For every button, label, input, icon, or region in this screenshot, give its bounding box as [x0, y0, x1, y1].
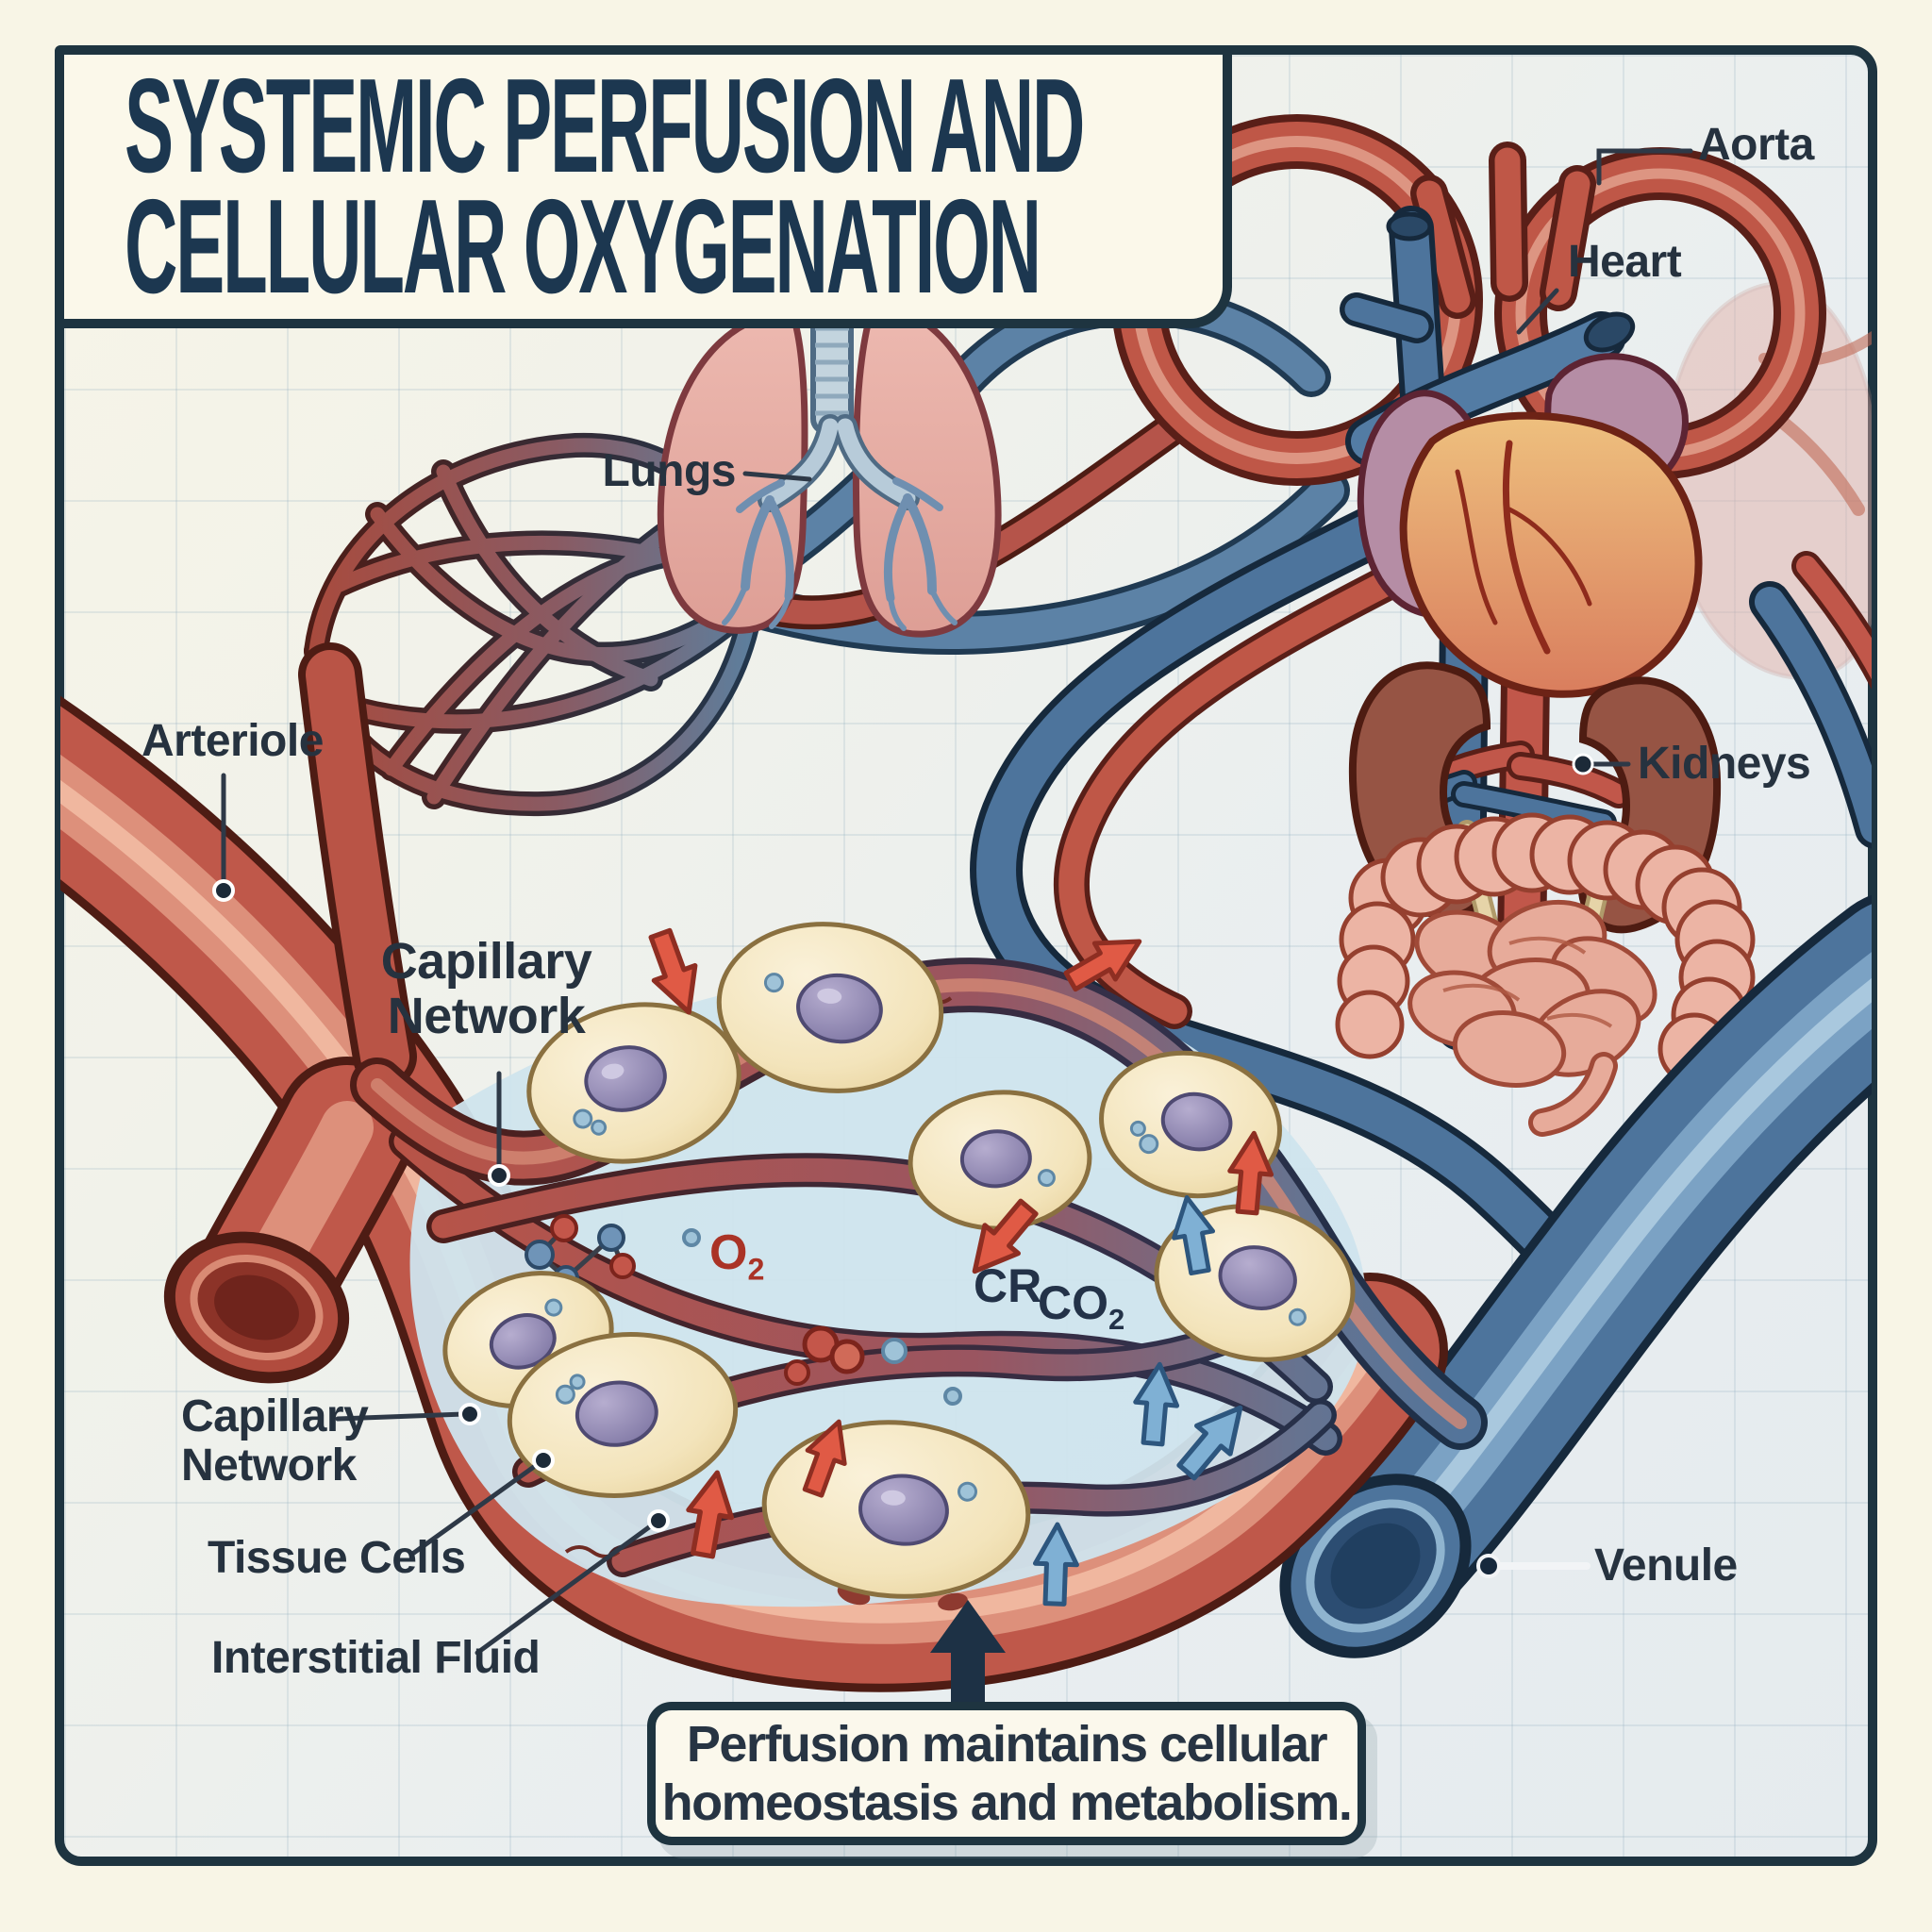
label-aorta: Aorta	[1698, 120, 1814, 170]
aorta-leader	[1596, 148, 1693, 186]
label-lungs: Lungs	[602, 446, 737, 496]
label-heart: Heart	[1568, 237, 1682, 287]
tissue-cell	[526, 1002, 741, 1164]
co2-base: CO	[1038, 1276, 1108, 1329]
label-leader-lines	[221, 148, 1693, 1656]
leader-dots	[212, 753, 1594, 1578]
o2-base: O	[709, 1225, 748, 1280]
title-line-1: SYSTEMIC PERFUSION AND	[125, 51, 1085, 201]
label-capillary-network-lower: Capillary Network	[181, 1391, 369, 1491]
label-co2-artifact-prefix: CR	[974, 1259, 1042, 1312]
caption-up-arrow	[930, 1600, 1006, 1704]
label-interstitial-fluid: Interstitial Fluid	[211, 1633, 541, 1683]
heart-leader	[1516, 288, 1559, 335]
co2-subscript: 2	[1108, 1303, 1125, 1336]
label-venule: Venule	[1594, 1541, 1738, 1591]
venule-cut-open-end	[1279, 1474, 1472, 1658]
label-kidneys: Kidneys	[1638, 739, 1811, 789]
venule-illustration	[1279, 891, 1872, 1658]
oxygen-molecules	[784, 1325, 865, 1386]
label-capillary-network-lower-line2: Network	[181, 1440, 357, 1491]
tissue-cells-group	[442, 922, 1356, 1599]
tissue-cell	[716, 922, 944, 1093]
o2-subscript: 2	[747, 1252, 765, 1287]
arteriole-cut-open-end	[163, 1231, 350, 1384]
label-capillary-network-lower-line1: Capillary	[181, 1391, 369, 1441]
lungs-leader	[742, 471, 812, 482]
tissue-cell	[507, 1332, 739, 1498]
label-capillary-network-upper-line1: Capillary	[380, 933, 592, 990]
tissue-cells-leader	[408, 1461, 541, 1557]
interstitial-fluid-leader	[475, 1522, 656, 1656]
caption-line-1: Perfusion maintains cellular	[686, 1716, 1328, 1773]
label-o2-molecule: O2	[709, 1224, 764, 1287]
label-tissue-cells: Tissue Cells	[208, 1533, 466, 1583]
caption-box: Perfusion maintains cellular homeostasis…	[647, 1702, 1366, 1845]
capillary-lower-leader	[335, 1411, 467, 1422]
left-lung	[657, 309, 808, 634]
label-capillary-network-upper: Capillary Network	[375, 934, 597, 1044]
label-arteriole: Arteriole	[142, 716, 324, 766]
capillary-bed-illustration	[350, 913, 1488, 1611]
label-co2-molecule: CO2	[1038, 1275, 1124, 1337]
title-box: SYSTEMIC PERFUSION AND CELLULAR OXYGENAT…	[55, 45, 1232, 328]
heart-ventricles	[1399, 411, 1703, 698]
label-capillary-network-upper-line2: Network	[387, 988, 586, 1045]
caption-line-2: homeostasis and metabolism.	[661, 1774, 1353, 1831]
title-line-2: CELLULAR OXYGENATION	[125, 172, 1041, 322]
